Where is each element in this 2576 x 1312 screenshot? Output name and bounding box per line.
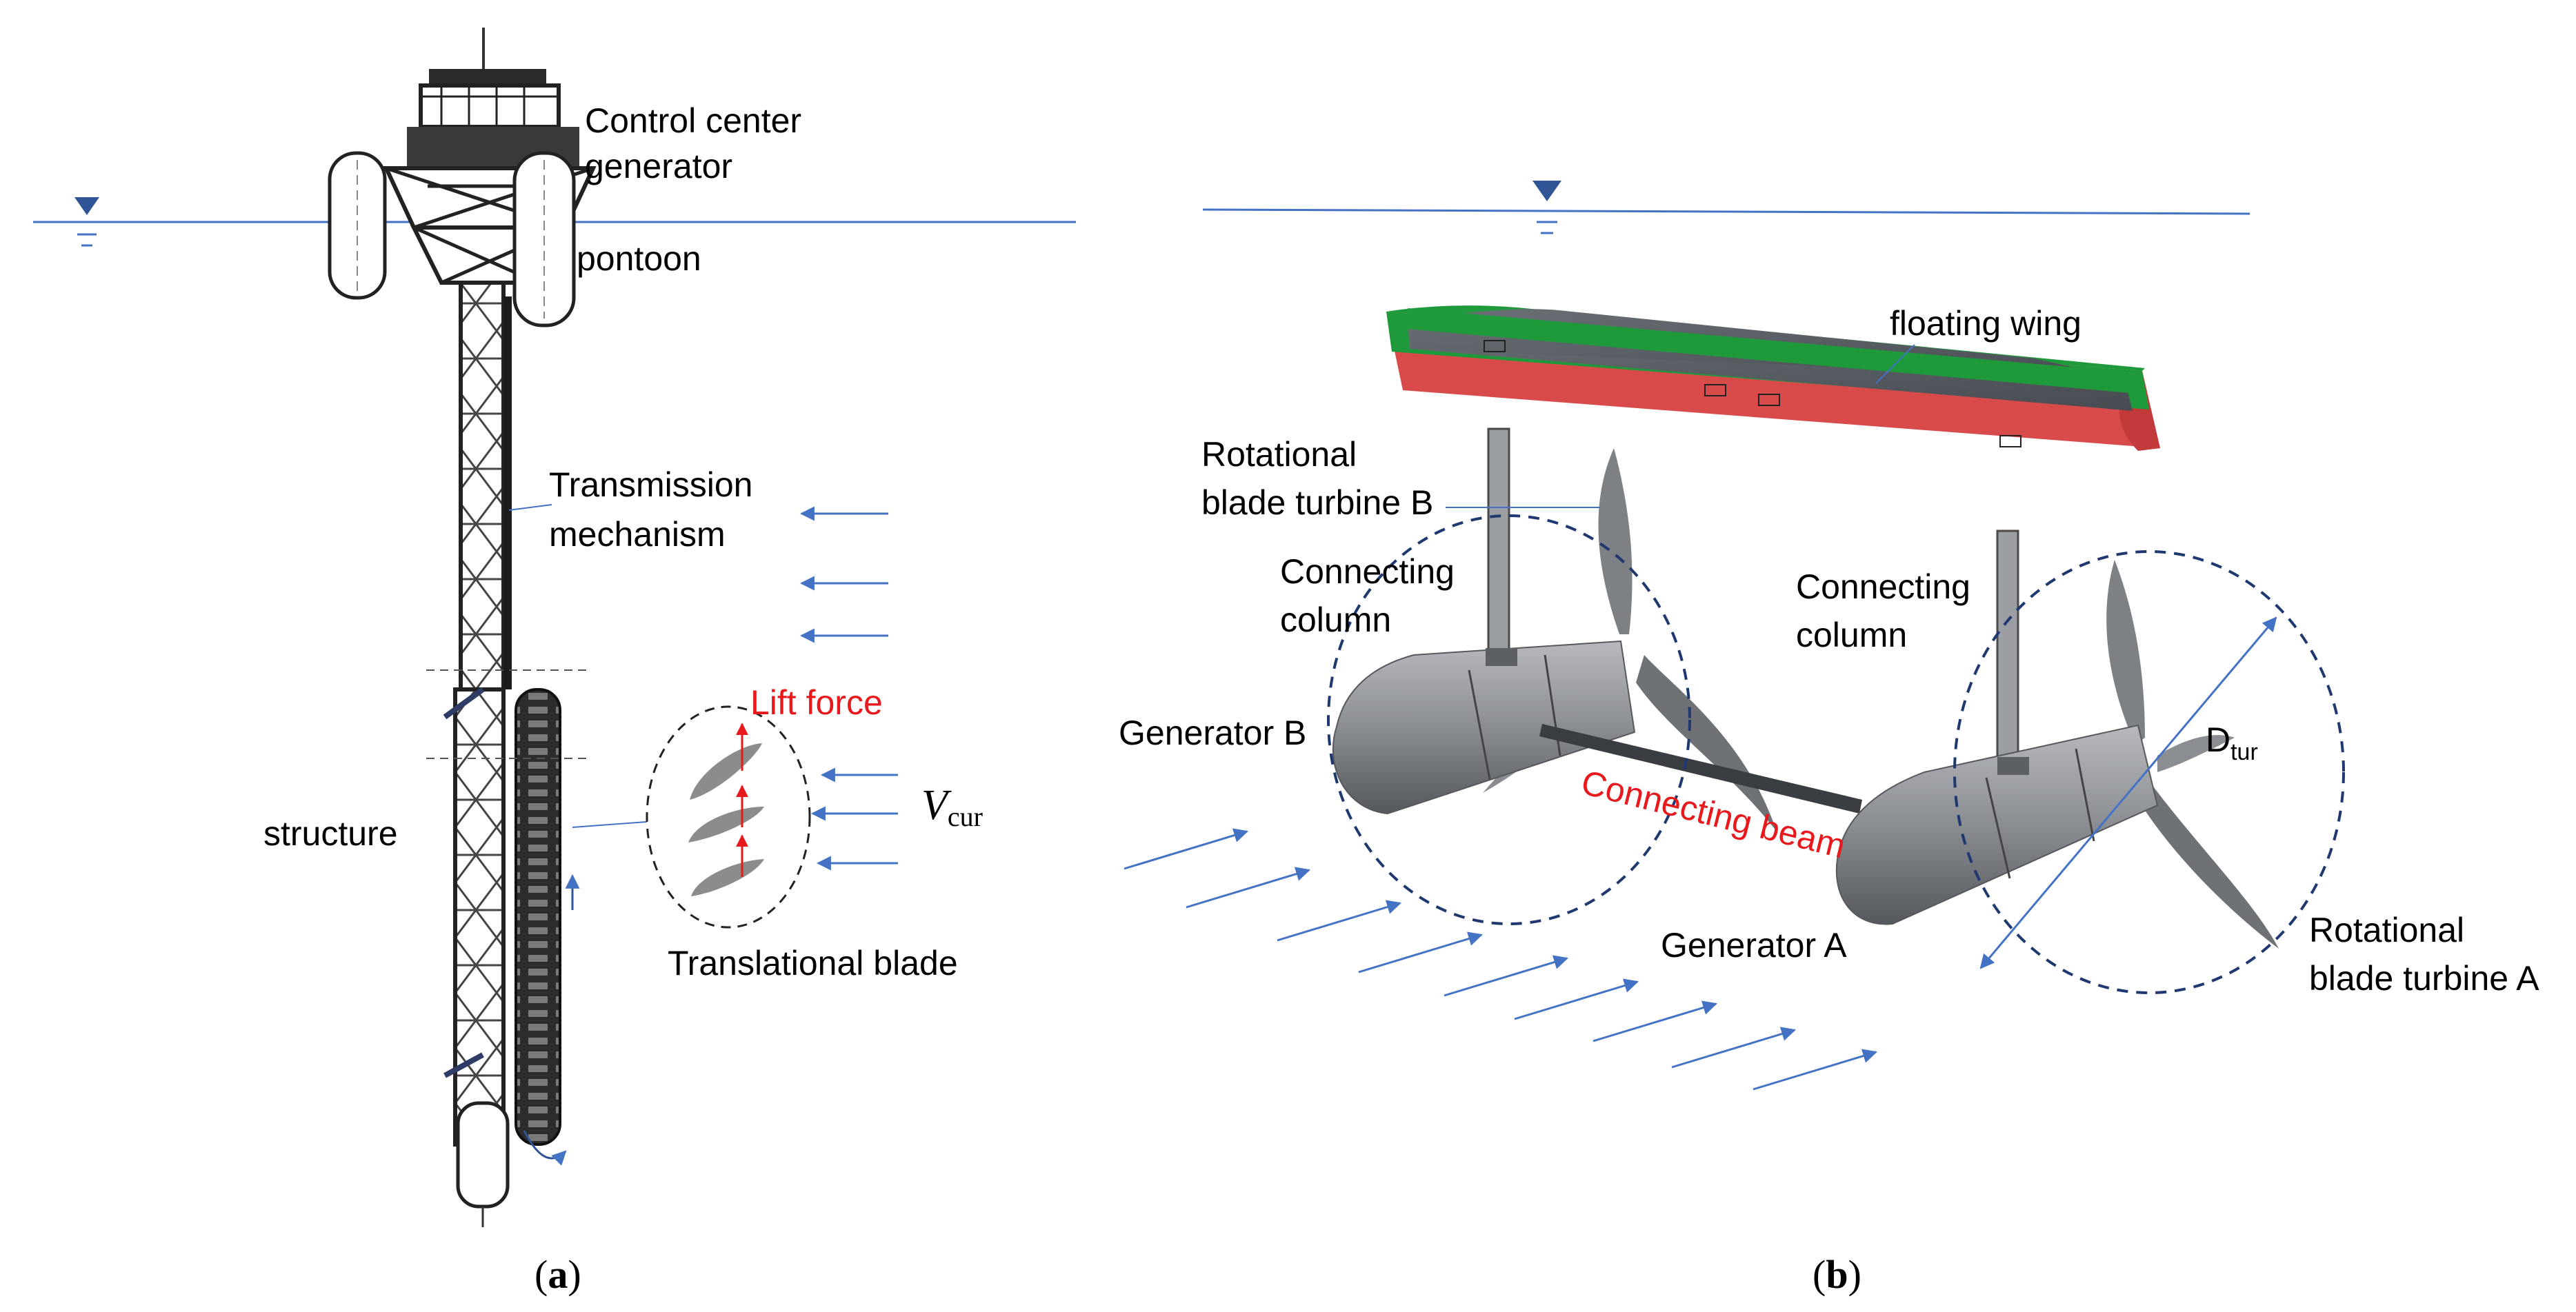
- label-connecting-column-left-1: Connecting: [1280, 552, 1455, 591]
- label-rotational-a-line1: Rotational: [2309, 911, 2464, 949]
- label-translational-blade: Translational blade: [668, 944, 958, 982]
- label-transmission: Transmission: [549, 465, 752, 504]
- label-rotational-a-line2: blade turbine A: [2309, 959, 2539, 998]
- panel-b: floating wing Rotational blade turbine B…: [1119, 181, 2539, 1297]
- d-tur-symbol: D: [2206, 720, 2230, 759]
- blade-foil-middle: [688, 807, 764, 842]
- label-control-center: Control center: [585, 101, 801, 140]
- label-connecting-column-right-1: Connecting: [1796, 567, 1970, 606]
- label-pontoon: pontoon: [577, 239, 701, 278]
- label-rotational-b-line1: Rotational: [1201, 435, 1357, 474]
- current-arrows-a: [799, 506, 888, 643]
- label-structure: structure: [263, 814, 398, 853]
- translational-blade-inset: [646, 705, 898, 929]
- d-tur-dimension-arrow: [1979, 616, 2277, 969]
- label-connecting-column-right-2: column: [1796, 616, 1907, 654]
- floating-wing-leader: [1875, 344, 1915, 384]
- label-rotational-b-line2: blade turbine B: [1201, 483, 1433, 522]
- connecting-beam: [1539, 724, 1862, 814]
- lower-structure: [426, 669, 586, 1227]
- label-generator-b: Generator B: [1119, 714, 1306, 752]
- label-floating-wing: floating wing: [1890, 304, 2081, 343]
- label-d-tur: Dtur: [2206, 720, 2258, 765]
- water-level-icon-b: [1532, 181, 1561, 234]
- label-v-cur: Vcur: [921, 782, 983, 832]
- pontoon-right: [512, 151, 576, 327]
- blade-foil-bottom: [691, 859, 764, 896]
- water-level-icon: [74, 197, 99, 247]
- transmission-leader-line: [508, 504, 552, 511]
- turbine-b-swept-circle: [1327, 514, 1691, 925]
- blade-foil-top: [690, 743, 762, 800]
- v-cur-subscript: cur: [948, 801, 983, 832]
- caption-a: (a): [535, 1252, 581, 1297]
- transmission-mast: [459, 281, 512, 692]
- label-generator-a: Generator A: [1661, 926, 1847, 965]
- connecting-column-left: [1487, 427, 1510, 662]
- caption-b: (b): [1813, 1252, 1861, 1297]
- label-mechanism: mechanism: [549, 515, 726, 554]
- connecting-column-right: [1996, 529, 2019, 767]
- turbine-a-swept-circle: [1953, 550, 2345, 994]
- current-arrows-b: [1124, 828, 1878, 1091]
- panel-a: Control center generator pontoon Transmi…: [33, 28, 1076, 1297]
- label-lift-force: Lift force: [750, 683, 883, 722]
- pontoon-left: [328, 151, 387, 300]
- generator-b-body: [1332, 640, 1636, 815]
- structure-leader-line: [572, 821, 648, 828]
- label-connecting-column-left-2: column: [1280, 601, 1391, 639]
- d-tur-subscript: tur: [2230, 739, 2258, 765]
- floating-wing: [1386, 305, 2160, 451]
- label-generator: generator: [585, 147, 732, 185]
- v-cur-symbol: V: [921, 782, 952, 829]
- water-surface-line-b: [1202, 208, 2250, 215]
